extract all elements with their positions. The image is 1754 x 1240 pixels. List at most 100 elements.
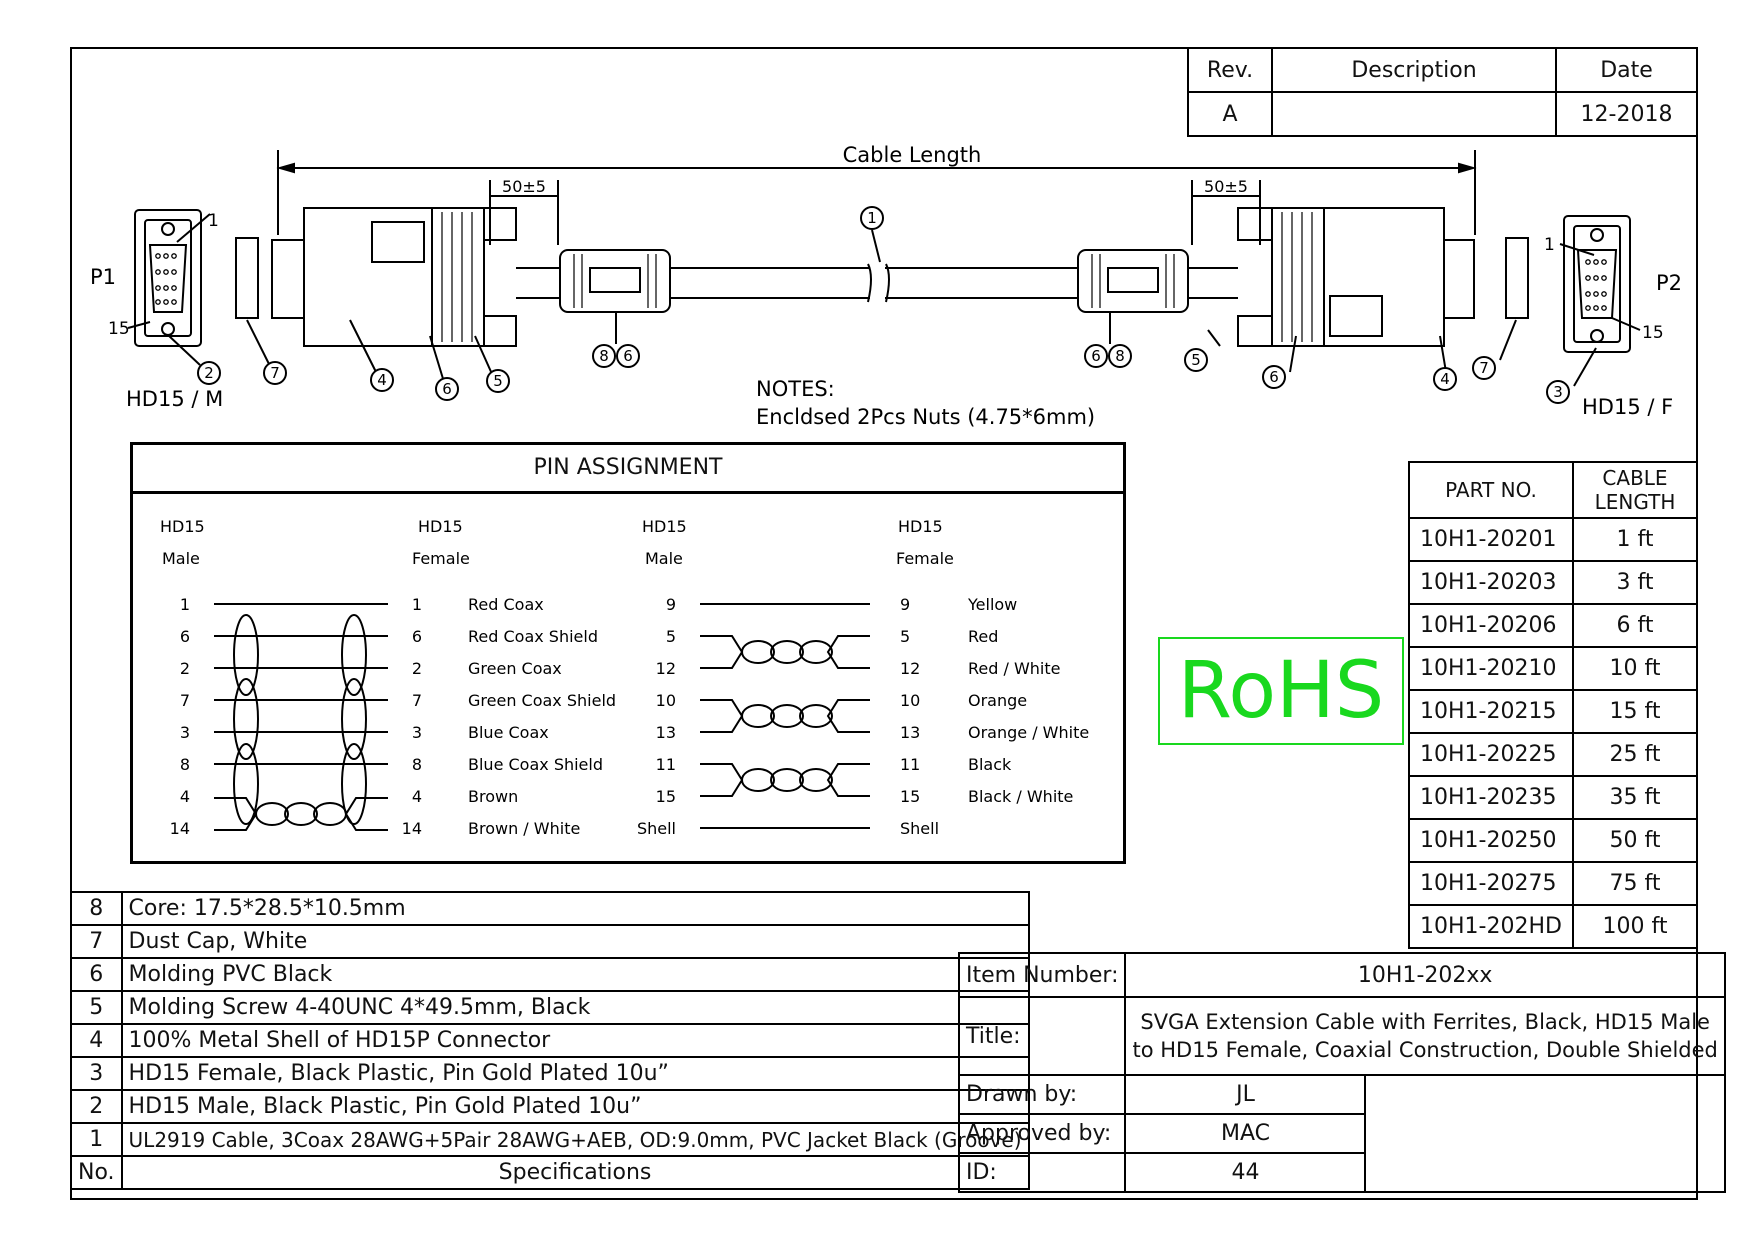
left-wire-name: Green Coax Shield [468, 691, 616, 710]
header-female-2-line1: HD15 [898, 517, 943, 536]
right-female-pin: 10 [900, 691, 920, 710]
right-male-pin: 5 [666, 627, 676, 646]
title-line-1: SVGA Extension Cable with Ferrites, Blac… [1140, 1010, 1710, 1034]
p2-pin15-label: 15 [1642, 323, 1664, 343]
title-value: SVGA Extension Cable with Ferrites, Blac… [1124, 996, 1726, 1076]
left-male-pin: 1 [180, 595, 190, 614]
description-value [1271, 91, 1557, 137]
approved-by-value: MAC [1124, 1113, 1367, 1154]
spec-number: 1 [70, 1122, 123, 1157]
left-wire-name: Red Coax [468, 595, 544, 614]
callout-5-right: 5 [1191, 351, 1201, 369]
callout-2: 2 [204, 364, 214, 382]
description-header: Description [1271, 47, 1557, 93]
right-male-pin: 9 [666, 595, 676, 614]
cable-length-value: 75 ft [1572, 861, 1698, 906]
right-male-pin: 13 [656, 723, 676, 742]
date-value: 12-2018 [1555, 91, 1698, 137]
left-male-pin: 14 [170, 819, 190, 838]
spec-number: 3 [70, 1056, 123, 1091]
left-wire-name: Blue Coax [468, 723, 549, 742]
right-wire-name: Black [968, 755, 1012, 774]
callout-1: 1 [867, 209, 877, 227]
cable-length-value: 10 ft [1572, 646, 1698, 691]
spec-footer-specifications: Specifications [120, 1155, 1030, 1190]
cable-length-value: 15 ft [1572, 689, 1698, 734]
p1-pin15-label: 15 [108, 319, 130, 339]
pin-assignment-diagram: HD15 Male HD15 Female HD15 Male HD15 Fem… [160, 517, 1089, 838]
id-value: 44 [1124, 1152, 1367, 1193]
cable-length-value: 35 ft [1572, 775, 1698, 820]
rev-header: Rev. [1187, 47, 1273, 93]
spec-number: 2 [70, 1089, 123, 1124]
right-wire-name: Yellow [967, 595, 1017, 614]
part-number: 10H1-202HD [1408, 904, 1574, 949]
drawing-frame [70, 47, 1698, 1200]
left-female-pin: 14 [402, 819, 422, 838]
left-female-pin: 3 [412, 723, 422, 742]
left-wire-name: Brown / White [468, 819, 580, 838]
left-female-pin: 6 [412, 627, 422, 646]
cable-drawing: 1 2 7 4 6 5 8 6 6 8 5 6 4 7 3 Cable Leng… [90, 143, 1682, 429]
left-wire-name: Green Coax [468, 659, 562, 678]
notes-text: Encldsed 2Pcs Nuts (4.75*6mm) [756, 405, 1095, 429]
right-male-pin: 11 [656, 755, 676, 774]
callout-6-ferrite-right: 6 [1091, 347, 1101, 365]
p1-label: P1 [90, 265, 116, 289]
p1-connector-type: HD15 / M [126, 387, 223, 411]
spec-description: Molding Screw 4-40UNC 4*49.5mm, Black [120, 990, 1030, 1025]
left-wire-name: Brown [468, 787, 518, 806]
right-female-pin: 13 [900, 723, 920, 742]
p2-label: P2 [1656, 271, 1682, 295]
item-number-value: 10H1-202xx [1124, 952, 1726, 998]
revision-table: Rev. Description Date A 12-2018 [1187, 47, 1698, 137]
right-male-pin: Shell [637, 819, 676, 838]
spec-description: UL2919 Cable, 3Coax 28AWG+5Pair 28AWG+AE… [120, 1122, 1030, 1157]
callout-8-left: 8 [599, 347, 609, 365]
id-label: ID: [957, 1152, 1127, 1193]
callout-7-right: 7 [1479, 359, 1489, 377]
part-number: 10H1-20206 [1408, 603, 1574, 648]
cable-length-value: 100 ft [1572, 904, 1698, 949]
title-block: Item Number: 10H1-202xx Title: SVGA Exte… [957, 952, 1726, 1193]
left-male-pin: 3 [180, 723, 190, 742]
callout-4-right: 4 [1440, 370, 1450, 388]
notes-title: NOTES: [756, 377, 835, 401]
left-male-pin: 7 [180, 691, 190, 710]
cable-length-header-line1: CABLE [1602, 466, 1668, 490]
left-male-pin: 6 [180, 627, 190, 646]
left-male-pin: 2 [180, 659, 190, 678]
right-wire-name: Red / White [968, 659, 1060, 678]
right-female-pin: 12 [900, 659, 920, 678]
right-wire-name: Red [968, 627, 998, 646]
dim-left: 50±5 [502, 177, 546, 196]
dim-right: 50±5 [1204, 177, 1248, 196]
spec-number: 5 [70, 990, 123, 1025]
drawn-by-value: JL [1124, 1074, 1367, 1115]
callout-4-left: 4 [377, 371, 387, 389]
cable-length-label: Cable Length [843, 143, 982, 167]
right-male-pin: 15 [656, 787, 676, 806]
left-female-pin: 8 [412, 755, 422, 774]
cable-length-value: 25 ft [1572, 732, 1698, 777]
left-male-pin: 4 [180, 787, 190, 806]
header-male-1-line1: HD15 [160, 517, 205, 536]
left-wire-name: Red Coax Shield [468, 627, 598, 646]
cable-length-value: 50 ft [1572, 818, 1698, 863]
cable-length-header: CABLE LENGTH [1572, 461, 1698, 519]
callout-8-right: 8 [1115, 347, 1125, 365]
callout-5-left: 5 [493, 372, 503, 390]
date-header: Date [1555, 47, 1698, 93]
pin-assignment-box: PIN ASSIGNMENT [130, 442, 1126, 864]
right-female-pin: Shell [900, 819, 939, 838]
